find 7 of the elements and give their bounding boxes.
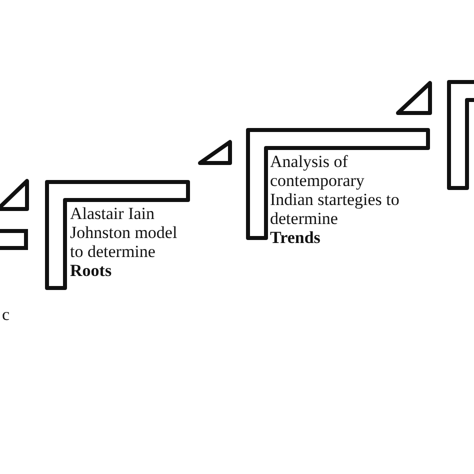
step-heading: Trends: [270, 228, 320, 247]
step-shape: [45, 180, 190, 290]
step-shape: [447, 80, 474, 190]
step-heading: Roots: [70, 261, 112, 280]
step-description: Alastair Iain Johnston model to determine: [70, 204, 178, 261]
cut-off-text: c: [2, 305, 10, 324]
step-description: Analysis of contemporary Indian startegies to determine: [270, 152, 400, 228]
